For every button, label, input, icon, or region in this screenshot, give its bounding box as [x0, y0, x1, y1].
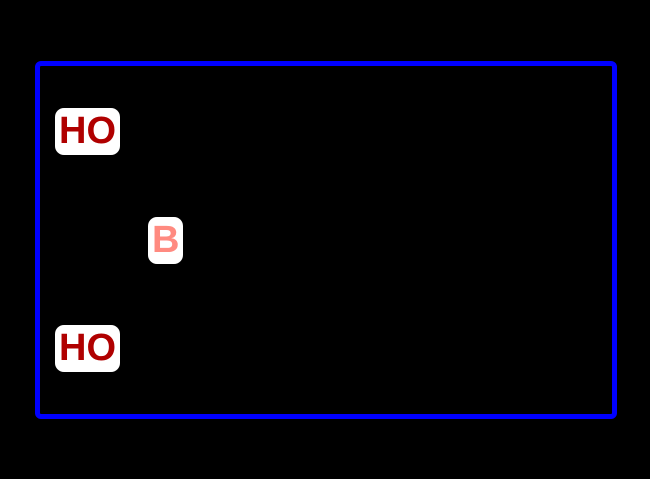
label-b: B	[148, 217, 184, 264]
blue-frame	[35, 61, 617, 419]
label-ho-bottom: HO	[55, 325, 120, 372]
label-ho-top: HO	[55, 108, 120, 155]
